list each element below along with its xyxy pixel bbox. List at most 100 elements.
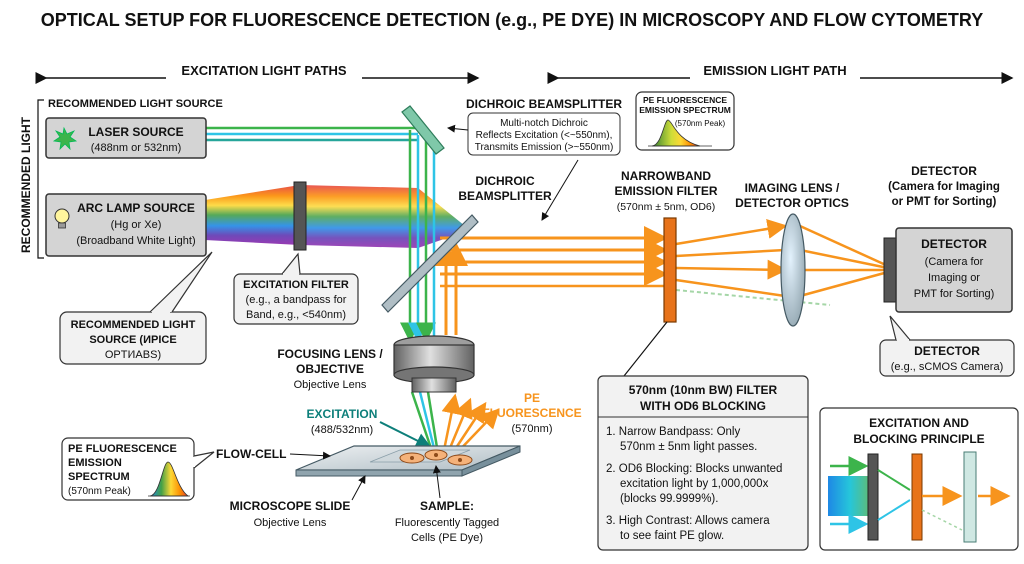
spectrum-top-curve [651,119,701,147]
filter-item-2c: (blocks 99.9999%). [620,493,718,505]
spectrum-bottom-curve [149,461,190,497]
filtered-broadband-beam [300,185,470,248]
imaging-lens-line1: IMAGING LENS / [745,181,840,195]
principle-gray-filter [867,453,879,541]
dichroic-top-line1: Multi-notch Dichroic [500,118,588,129]
imaging-lens [780,213,806,327]
principle-line2: BLOCKING PRINCIPLE [853,432,984,446]
focusing-lens-line1: FOCUSING LENS / [277,347,383,361]
narrowband-line2: EMISSION FILTER [614,184,717,198]
spectrum-bottom-callout: PE FLUORESCENCE EMISSION SPECTRUM (570nm… [61,437,215,501]
side-bracket [37,99,44,259]
detector-box-title: DETECTOR [921,237,987,251]
sample-line2: Cells (PE Dye) [411,532,483,544]
laser-title: LASER SOURCE [88,125,183,139]
excitation-label-title: EXCITATION [307,407,378,421]
narrowband-pointer [623,321,668,377]
detector-label-line3: or PMT for Sorting) [892,196,997,208]
spectrum-top-line3: (570nm Peak) [675,119,726,128]
dichroic-top-line3: Transmits Emission (>~550nm) [475,142,614,153]
flow-cell-label: FLOW-CELL [216,447,286,461]
filter-item-1b: 570nm ± 5nm light passes. [620,441,757,453]
callout-source-line2: SOURCE (ИPICE [89,334,176,346]
sample-line1: Fluorescently Tagged [395,517,499,529]
arc-title: ARC LAMP SOURCE [77,201,195,215]
broadband-beam-cone [205,185,300,245]
arc-line1: (Hg or Xe) [111,219,162,231]
laser-sub: (488nm or 532nm) [91,142,182,154]
spectrum-bottom-line2: EMISSION [68,457,122,469]
slide-sub: Objective Lens [254,517,327,529]
pe-line3: (570nm) [512,423,553,435]
dichroic-top-label: DICHROIC BEAMSPLITTER Multi-notch Dichro… [447,97,622,156]
filter-item-2a: 2. OD6 Blocking: Blocks unwanted [606,463,782,475]
principle-beam-block [828,476,872,516]
laser-beams [205,126,418,142]
filter-item-2b: excitation light by 1,000,000x [620,478,769,490]
filter-box-title2: WITH OD6 BLOCKING [640,399,766,413]
narrowband-line1: NARROWBAND [621,169,711,183]
emission-header-bg [690,62,860,80]
filter-item-3a: 3. High Contrast: Allows camera [606,515,770,527]
dichroic-top-line2: Reflects Excitation (<~550nm), [476,130,613,141]
excitation-filter-line2: Band, e.g., <540nm) [246,309,346,321]
lightbulb-icon [54,208,70,229]
spectrum-bottom-line4: (570nm Peak) [68,486,131,497]
slide-title: MICROSCOPE SLIDE [230,499,351,513]
arc-line2: (Broadband White Light) [76,235,195,247]
excitation-filter-callout: EXCITATION FILTER (e.g., a bandpass for … [233,252,359,325]
laser-starburst-icon [52,126,78,151]
detector-label-line1: DETECTOR [911,164,977,178]
objective-lens [393,335,475,393]
detector-callout-title: DETECTOR [914,344,980,358]
detector-box-line3: PMT for Sorting) [914,288,995,300]
spectrum-top-line1: PE FLUORESCENCE [643,95,727,105]
main-dichroic-mirror [381,214,479,313]
arc-lamp-source-box: ARC LAMP SOURCE (Hg or Xe) (Broadband Wh… [45,193,207,257]
slide-pointer [351,475,366,501]
excitation-label-sub: (488/532nm) [311,424,373,436]
excitation-pointer [379,421,432,448]
detector-box: DETECTOR (Camera for Imaging or PMT for … [883,227,1013,313]
filter-info-box: 570nm (10nm BW) FILTER WITH OD6 BLOCKING… [597,375,809,551]
filter-box-title1: 570nm (10nm BW) FILTER [629,383,778,397]
focusing-lens-line2: OBJECTIVE [296,362,364,376]
sample-title: SAMPLE: [420,499,474,513]
flow-cell-pointer [289,451,331,460]
detector-callout: DETECTOR (e.g., sCMOS Camera) [879,315,1015,377]
pe-line1: PE [524,391,540,405]
callout-source-line3: OPTI⁄IABS) [105,349,161,361]
top-dichroic-mirror [401,105,445,155]
principle-line1: EXCITATION AND [869,416,969,430]
spectrum-top-line2: EMISSION SPECTRUM [639,105,731,115]
filter-item-1a: 1. Narrow Bandpass: Only [606,426,740,438]
principle-box: EXCITATION AND BLOCKING PRINCIPLE [819,407,1019,551]
filter-item-3b: to see faint PE glow. [620,530,724,542]
dichroic-top-title: DICHROIC BEAMSPLITTER [466,97,622,111]
dichroic-mid-line1: DICHROIC [475,174,535,188]
detector-callout-sub: (e.g., sCMOS Camera) [891,361,1003,373]
excitation-filter-title: EXCITATION FILTER [243,279,349,291]
emission-orange-beams [434,218,889,335]
sample-pointer [432,465,441,499]
page-title: OPTICAL SETUP FOR FLUORESCENCE DETECTION… [41,10,983,30]
spectrum-bottom-line1: PE FLUORESCENCE [68,443,177,455]
recommended-source-header: RECOMMENDED LIGHT SOURCE [48,98,223,110]
spectrum-top-callout: PE FLUORESCENCE EMISSION SPECTRUM (570nm… [635,91,735,151]
excitation-filter [293,181,307,251]
imaging-lens-line2: DETECTOR OPTICS [735,196,849,210]
excitation-filter-line1: (e.g., a bandpass for [246,294,347,306]
narrowband-filter [663,217,677,323]
principle-orange-filter [911,453,923,541]
sample-cells [399,449,473,466]
principle-detector-plate [963,451,977,543]
recommended-source-callout: RECOMMENDED LIGHT SOURCE (ИPICE OPTI⁄IAB… [59,251,213,365]
pe-line2: FLUORESCENCE [482,406,581,420]
spectrum-bottom-line3: SPECTRUM [68,471,130,483]
detector-label-line2: (Camera for Imaging [888,181,1000,193]
dichroic-mid-pointer [541,159,579,221]
detector-box-line2: Imaging or [928,272,980,284]
narrowband-line3: (570nm ± 5nm, OD6) [617,201,716,213]
